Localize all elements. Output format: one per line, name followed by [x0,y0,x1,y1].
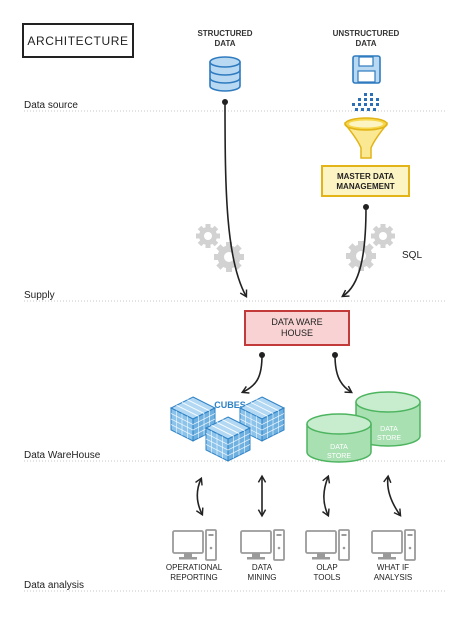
analysis-tool-label-0-0: OPERATIONAL [166,563,223,572]
analysis-tool-label-3-0: WHAT IF [377,563,409,572]
unstructured-label-line2: DATA [355,39,376,48]
section-label-data-source: Data source [24,100,78,111]
section-label-data-warehouse: Data WareHouse [24,450,101,461]
analysis-tool-label-2-0: OLAP [316,563,337,572]
store-a-line1: DATA [330,444,348,451]
analysis-tool-label-1-1: MINING [248,573,277,582]
section-label-supply: Supply [24,290,55,301]
data-store-front: DATA STORE [306,413,372,463]
arrows-warehouse [240,352,353,394]
analysis-tool-label-3-1: ANALYSIS [374,573,413,582]
cube-front [204,416,252,462]
diagram-title: ARCHITECTURE [27,34,128,48]
unstructured-label-line1: UNSTRUCTURED [333,29,400,38]
gears-icon-left [196,224,244,272]
arrows-analysis [195,474,402,518]
cube-left [169,396,217,442]
cubes-icon [169,396,286,462]
master-data-management-box: MASTER DATA MANAGEMENT [321,165,410,197]
section-dividers [24,110,445,592]
warehouse-label-line2: HOUSE [281,328,313,338]
store-b-line2: STORE [377,435,401,442]
cube-right [238,396,286,442]
data-store-back: DATA STORE [355,391,421,447]
section-label-data-analysis: Data analysis [24,580,84,591]
store-a-line2: STORE [327,453,351,460]
arrows-supply [222,99,369,299]
funnel-icon [344,117,388,159]
mdm-label-line1: MASTER DATA [337,172,394,181]
analysis-tool-label-1-0: DATA [252,563,273,572]
monitor-icon [240,529,285,561]
data-dots [352,93,379,111]
data-warehouse-box: DATA WARE HOUSE [244,310,350,346]
structured-label-line1: STRUCTURED [197,29,252,38]
database-icon [209,56,241,92]
structured-label-line2: DATA [214,39,235,48]
analysis-tool-label-0-1: REPORTING [170,573,217,582]
store-b-line1: DATA [380,426,398,433]
gears-icon-right [346,224,395,271]
sql-label: SQL [402,250,422,261]
analysis-tool-label-2-1: TOOLS [314,573,341,582]
title-box: ARCHITECTURE [22,23,134,58]
cubes-label: CUBES [214,400,246,410]
unstructured-data-source: UNSTRUCTURED DATA [333,29,400,159]
section-labels: Data source Supply Data WareHouse Data a… [24,100,101,591]
mdm-label-line2: MANAGEMENT [336,182,394,191]
monitor-icon [371,529,416,561]
monitor-icon [172,529,217,561]
monitor-icon [305,529,350,561]
structured-data-source: STRUCTURED DATA [197,29,253,92]
warehouse-label-line1: DATA WARE [271,317,322,327]
floppy-disk-icon [352,55,381,84]
